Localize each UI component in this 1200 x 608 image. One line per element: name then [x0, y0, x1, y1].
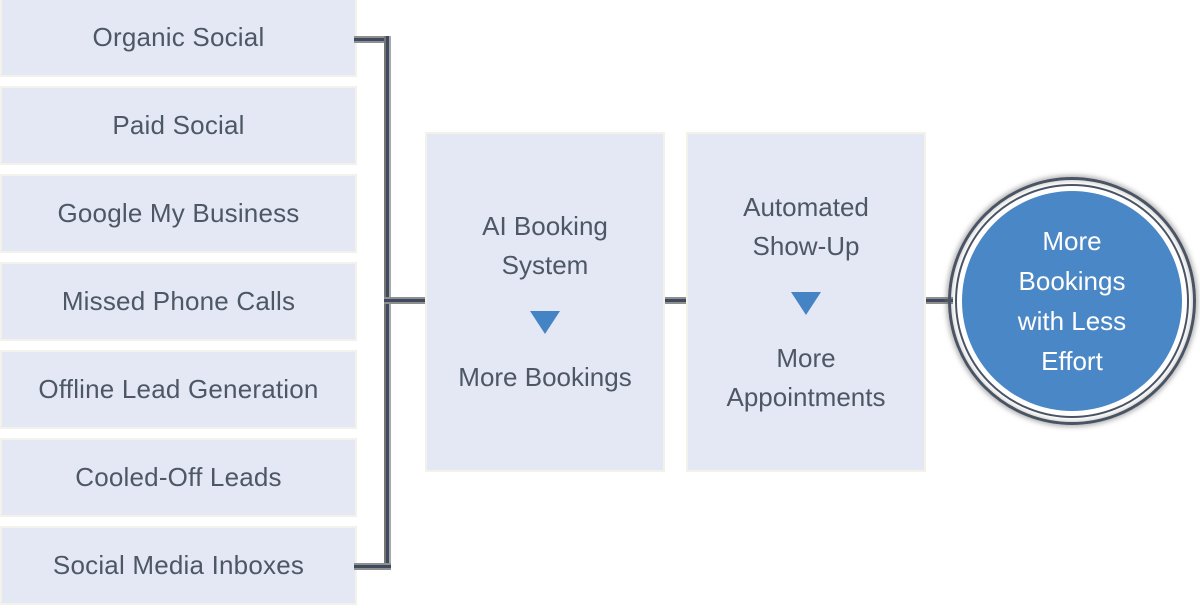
down-arrow-icon — [530, 311, 560, 334]
source-label: Google My Business — [57, 198, 300, 228]
source-label: Offline Lead Generation — [38, 374, 319, 404]
outcome-ring-inner: More Bookings with Less Effort — [955, 184, 1189, 418]
stage-box-automated-show-up: Automated Show-Up More Appointments — [686, 132, 926, 472]
outcome-circle: More Bookings with Less Effort — [962, 191, 1182, 411]
source-box-offline-lead-generation: Offline Lead Generation — [0, 350, 357, 429]
stage-title: AI Booking System — [482, 211, 608, 280]
outcome-label: More Bookings with Less Effort — [1017, 226, 1127, 376]
stage-box-ai-booking-system: AI Booking System More Bookings — [425, 132, 665, 472]
connector-stage1-to-stage2 — [663, 297, 687, 304]
stage-result: More Bookings — [458, 362, 632, 392]
connector-bottom-horizontal — [354, 563, 391, 570]
stage-result: More Appointments — [726, 342, 886, 412]
connector-stage2-to-outcome — [923, 297, 953, 304]
source-box-social-media-inboxes: Social Media Inboxes — [0, 526, 357, 605]
source-label: Social Media Inboxes — [52, 550, 305, 580]
connector-bracket-to-stage1 — [384, 297, 427, 304]
outcome-ring: More Bookings with Less Effort — [948, 177, 1196, 425]
source-label: Organic Social — [92, 22, 265, 52]
source-label: Paid Social — [112, 110, 245, 140]
down-arrow-icon — [791, 291, 821, 315]
source-box-missed-phone-calls: Missed Phone Calls — [0, 262, 357, 341]
source-label: Cooled-Off Leads — [75, 462, 282, 492]
stage-title: Automated Show-Up — [743, 191, 869, 261]
lead-source-list: Organic Social Paid Social Google My Bus… — [0, 0, 357, 608]
source-box-google-my-business: Google My Business — [0, 174, 357, 253]
source-label: Missed Phone Calls — [61, 286, 296, 316]
source-box-organic-social: Organic Social — [0, 0, 357, 77]
source-box-cooled-off-leads: Cooled-Off Leads — [0, 438, 357, 517]
source-box-paid-social: Paid Social — [0, 86, 357, 165]
connector-top-horizontal — [354, 36, 391, 43]
